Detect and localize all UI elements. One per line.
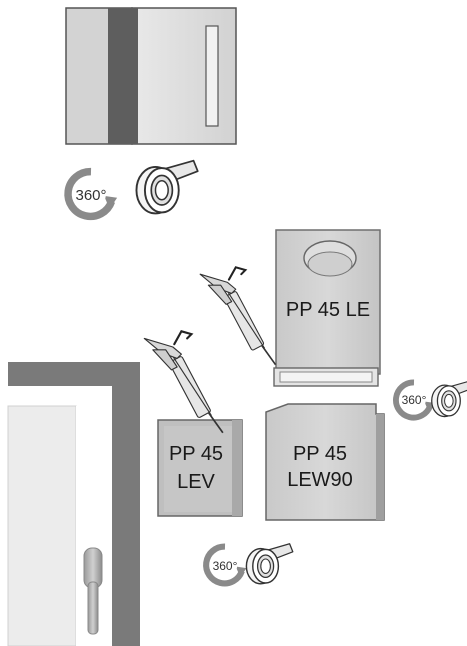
rotate-360-icon: 360° [68, 172, 117, 217]
top-sample-block [65, 7, 237, 145]
block-pp45-lew90: PP 45 LEW90 [265, 403, 385, 521]
window-handle-icon [83, 547, 103, 635]
rotate-360-icon: 360° [206, 547, 246, 584]
tape-roll-icon [245, 542, 294, 585]
block-pp45-lev: PP 45 LEV [157, 419, 243, 517]
block-le-label: PP 45 LE [286, 299, 370, 321]
tape-roll-icon [135, 159, 199, 215]
rotation-label-top: 360° [75, 187, 106, 204]
block-lev-label-line1: PP 45 [169, 443, 223, 465]
caulking-gun-icon-lower [143, 330, 224, 434]
tape-roll-icon [430, 380, 467, 418]
rotation-label-right: 360° [402, 393, 427, 407]
block-lev-label-line2: LEV [177, 471, 215, 493]
window-frame [7, 362, 140, 646]
block-lew90-label-line1: PP 45 [293, 443, 347, 465]
rotation-label-bottom: 360° [213, 559, 238, 573]
caulking-gun-icon-upper [199, 266, 277, 366]
block-pp45-le: PP 45 LE [273, 229, 381, 387]
rotate-360-icon: 360° [396, 382, 435, 417]
sealing-band [108, 8, 138, 144]
block-lew90-label-line2: LEW90 [287, 469, 353, 491]
